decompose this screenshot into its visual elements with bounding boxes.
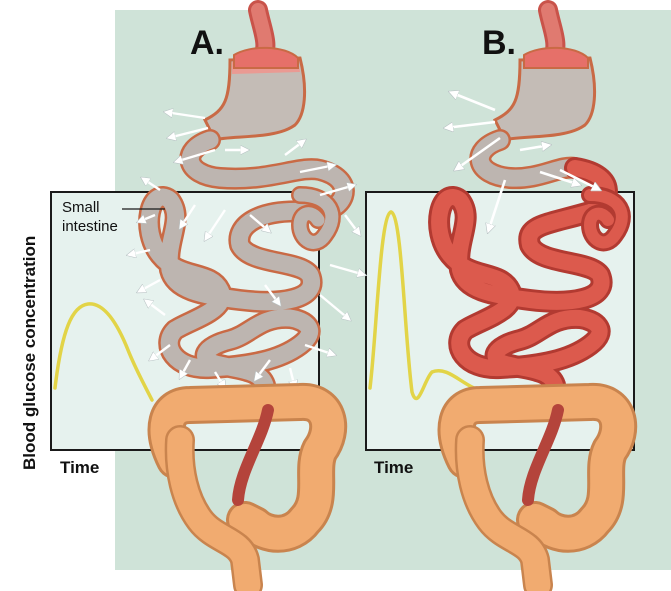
callout-line-2: intestine [62,217,118,236]
panel-label-a: A. [190,24,224,63]
y-axis-label: Blood glucose concentration [20,170,40,470]
x-axis-label-right: Time [374,458,413,478]
callout-line-1: Small [62,198,118,217]
panel-label-b: B. [482,24,516,63]
x-axis-label-left: Time [60,458,99,478]
small-intestine-callout: Small intestine [62,198,118,236]
